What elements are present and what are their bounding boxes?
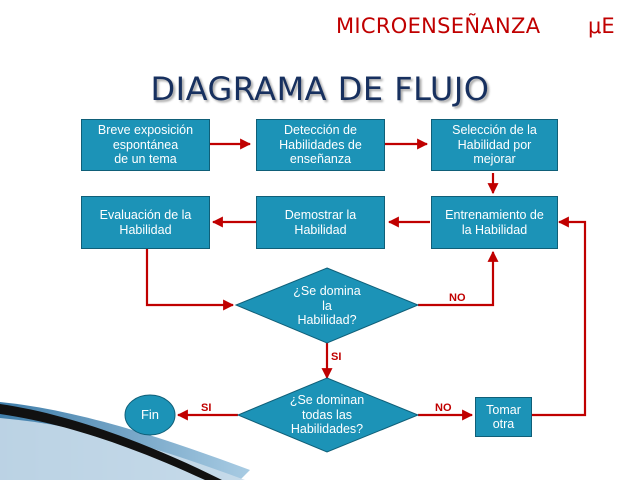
edge-label-si-dominan: SI [201,402,212,414]
header-title: MICROENSEÑANZA [336,14,541,38]
diamond-dominan-label: ¿Se dominan todas las Habilidades? [289,393,365,436]
diamond-domina-label: ¿Se domina la Habilidad? [293,284,361,327]
edge-label-si-domina: SI [331,351,342,363]
edge-label-no-domina: NO [449,292,466,304]
diamond-dominan [236,377,420,453]
arrow-evaluacion-domina [145,249,235,311]
node-breve-exposicion: Breve exposición espontánea de un tema [81,119,210,171]
fin-terminal [124,394,176,436]
slide-title: DIAGRAMA DE FLUJO [150,70,490,108]
header-symbol: μE [588,14,615,38]
node-seleccion-habilidad: Selección de la Habilidad por mejorar [431,119,558,171]
fin-label: Fin [140,407,160,422]
node-demostrar-habilidad: Demostrar la Habilidad [256,196,385,249]
node-evaluacion-habilidad: Evaluación de la Habilidad [81,196,210,249]
node-entrenamiento-habilidad: Entrenamiento de la Habilidad [431,196,558,249]
diamond-domina [234,267,420,344]
node-tomar-otra: Tomar otra [475,397,532,437]
arrow-tomar-entrenamiento [532,216,587,417]
edge-label-no-dominan: NO [435,402,452,414]
node-deteccion-habilidades: Detección de Habilidades de enseñanza [256,119,385,171]
arrow-domina-no-entrenamiento [418,250,499,307]
